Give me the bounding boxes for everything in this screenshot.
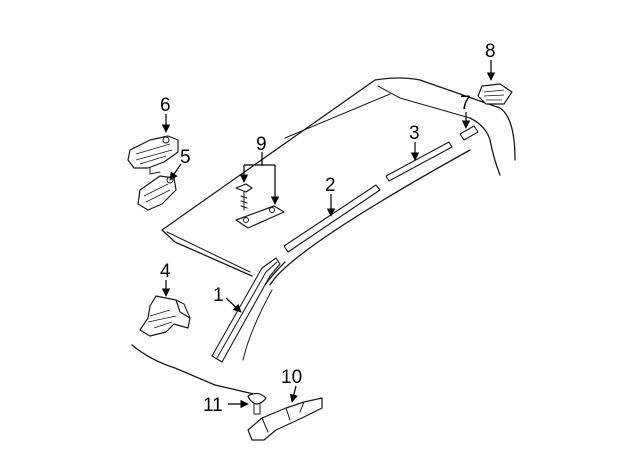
part-front-pillar-molding: [211, 257, 281, 363]
callout-5: 5: [180, 147, 191, 168]
callout-8: 8: [485, 41, 496, 62]
vehicle-body-outline: [131, 77, 516, 396]
part-pillar-garnish: [247, 397, 323, 441]
part-roof-molding-rear: [385, 141, 453, 182]
part-rear-clip: [477, 83, 513, 105]
callout-9: 9: [256, 134, 267, 155]
callout-6: 6: [160, 95, 171, 116]
part-bracket-lower: [137, 175, 177, 211]
part-end-cap: [459, 125, 479, 141]
callout-11: 11: [203, 395, 223, 416]
leader-lines: [161, 60, 496, 409]
callout-1: 1: [213, 285, 224, 306]
callout-7: 7: [460, 93, 471, 114]
callout-2: 2: [325, 175, 336, 196]
part-mount-bracket: [139, 295, 191, 337]
callout-4: 4: [160, 261, 171, 282]
part-push-clip: [247, 392, 267, 415]
part-bolt: [235, 183, 253, 211]
part-roof-molding-front: [283, 184, 381, 253]
part-bracket-upper: [127, 135, 179, 175]
callout-3: 3: [409, 123, 420, 144]
part-retainer-plate: [235, 205, 285, 229]
callout-10: 10: [281, 367, 302, 388]
